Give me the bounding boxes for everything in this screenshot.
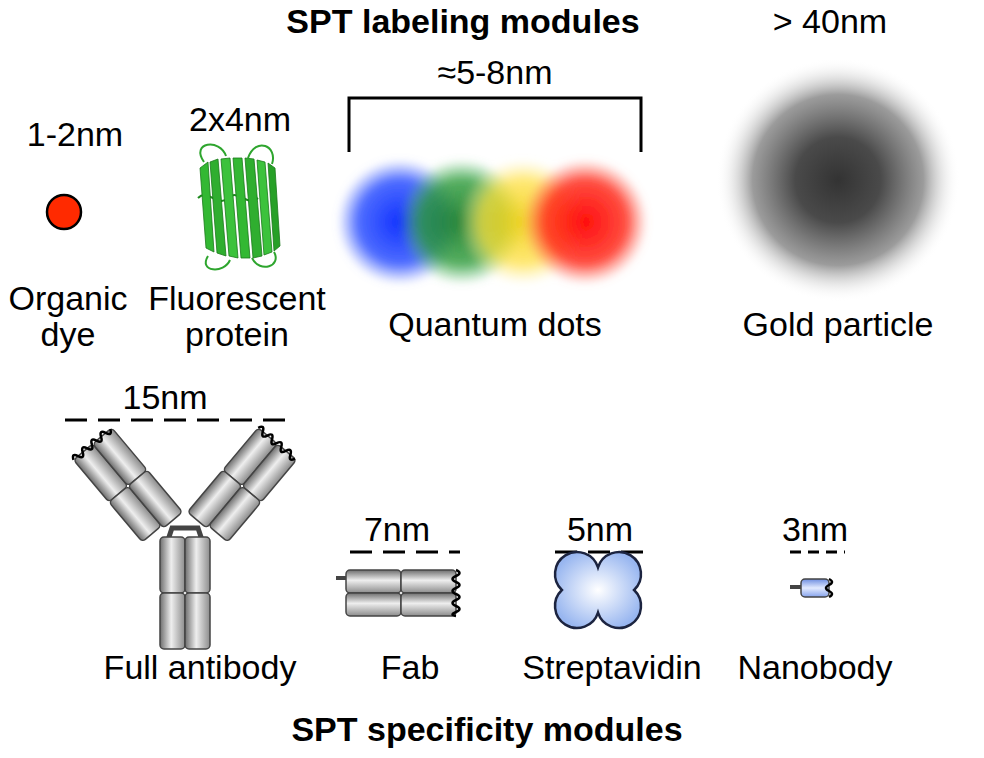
fab-figure (336, 570, 460, 616)
dimension-dash (65, 419, 295, 422)
module-name: Quantum dots (388, 307, 602, 343)
antibody-domain (128, 470, 183, 528)
streptavidin-shape (555, 552, 641, 628)
antibody-arm (71, 425, 182, 544)
module-name: Full antibody (104, 650, 297, 686)
binding-site (71, 426, 112, 462)
gfp-barrel (198, 145, 280, 270)
dimension-label: > 40nm (773, 4, 887, 40)
antibody-arm (187, 425, 298, 544)
antibody-domain (160, 593, 185, 649)
dimension-dash (790, 551, 845, 554)
fab-domain (401, 593, 456, 616)
dimension-label: 1-2nm (27, 117, 123, 153)
dimension-label: 15nm (122, 380, 207, 416)
antibody-figure (71, 425, 299, 649)
fab-stub (336, 576, 346, 580)
quantum-dots (340, 162, 645, 282)
dimension-label: 3nm (782, 512, 848, 548)
antibody-domain (160, 537, 185, 593)
module-name: Gold particle (743, 307, 934, 343)
nanobody-stub (790, 585, 802, 589)
antibody-domain (185, 593, 210, 649)
gfp-loop (206, 256, 230, 269)
module-name: Nanobody (737, 650, 892, 686)
dimension-dash (350, 551, 460, 554)
size-bracket (349, 98, 641, 152)
gold-particle (716, 58, 960, 302)
quantum-dot-red (525, 162, 645, 282)
dimension-label: 2x4nm (189, 102, 291, 138)
antibody-domain (209, 486, 262, 542)
section-heading: SPT labeling modules (286, 4, 639, 40)
dye-dot (47, 195, 81, 229)
binding-site (256, 425, 297, 461)
fab-domain (401, 570, 456, 593)
binding-site (453, 570, 460, 616)
module-name: Fab (381, 650, 440, 686)
gfp-strand (268, 163, 280, 251)
dimension-label: 5nm (567, 512, 633, 548)
fab-domain (346, 593, 401, 616)
module-name: Fluorescent protein (141, 281, 333, 352)
antibody-domain (185, 537, 210, 593)
nanobody-figure (790, 579, 832, 597)
module-name: Streptavidin (522, 650, 702, 686)
binding-site (826, 579, 832, 597)
dimension-label: ≈5-8nm (437, 55, 552, 91)
fab-domain (346, 570, 401, 593)
dimension-label: 7nm (364, 512, 430, 548)
section-heading: SPT specificity modules (291, 712, 682, 748)
module-name: Organic dye (3, 281, 133, 352)
